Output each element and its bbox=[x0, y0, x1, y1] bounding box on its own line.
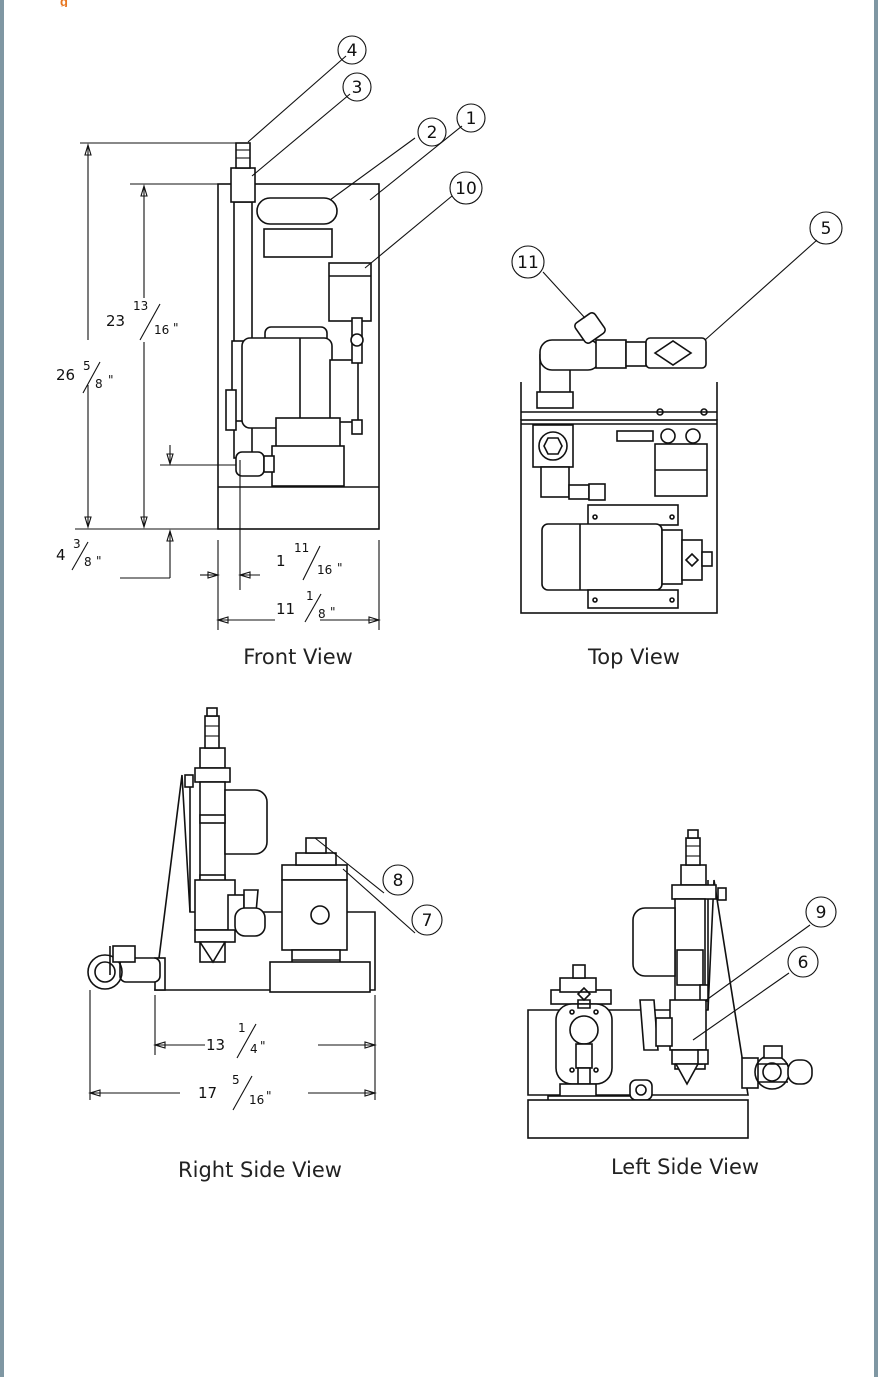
dim-overall-height-whole: 26 bbox=[56, 366, 75, 384]
top-view bbox=[520, 239, 818, 614]
balloon-8 bbox=[382, 864, 414, 896]
svg-text:8: 8 bbox=[393, 871, 404, 891]
top-ball-valve bbox=[645, 337, 707, 369]
right-controller bbox=[224, 789, 268, 855]
svg-text:11: 11 bbox=[517, 253, 539, 273]
dim-panel-width-whole: 11 bbox=[276, 600, 295, 618]
left-controller bbox=[632, 907, 676, 977]
svg-text:5: 5 bbox=[83, 359, 91, 373]
svg-text:6: 6 bbox=[798, 953, 809, 973]
svg-text:16: 16 bbox=[154, 323, 169, 337]
dim-panel-height-whole: 23 bbox=[106, 312, 125, 330]
balloon-11 bbox=[511, 245, 545, 279]
left-pump-base bbox=[527, 1099, 749, 1139]
caption-left-side-view: Left Side View bbox=[610, 1155, 760, 1179]
left-border bbox=[0, 0, 4, 1377]
balloon-9 bbox=[805, 896, 837, 928]
balloon-6 bbox=[787, 946, 819, 978]
svg-text:": " bbox=[330, 605, 336, 619]
caption-front-view: Front View bbox=[243, 645, 353, 669]
right-side-view bbox=[87, 707, 416, 1100]
svg-text:5: 5 bbox=[821, 219, 832, 239]
dim-inlet-height-whole: 4 bbox=[56, 546, 66, 564]
right-pump bbox=[281, 879, 348, 951]
svg-text:1: 1 bbox=[306, 589, 314, 603]
svg-text:": " bbox=[337, 561, 343, 575]
svg-text:16: 16 bbox=[317, 563, 332, 577]
header-fragment: g bbox=[4, 0, 874, 7]
callout-balloons: 1 2 3 4 5 6 7 8 9 10 11 bbox=[337, 35, 843, 978]
svg-text:": " bbox=[266, 1089, 272, 1103]
right-dimensions: 13 1 4 " 17 5 16 " bbox=[198, 1021, 272, 1111]
front-dimensions: 26 5 8 " 23 13 16 " 4 3 8 " 1 11 16 " 11… bbox=[56, 299, 343, 623]
dim-inlet-offset-whole: 1 bbox=[276, 552, 286, 570]
svg-text:": " bbox=[260, 1039, 266, 1053]
top-strainer bbox=[574, 312, 606, 344]
left-pump-fitting bbox=[572, 964, 586, 979]
svg-text:4: 4 bbox=[250, 1042, 258, 1056]
svg-text:7: 7 bbox=[422, 911, 433, 931]
svg-text:1: 1 bbox=[238, 1021, 246, 1035]
balloon-3 bbox=[342, 72, 372, 102]
front-pump-motor bbox=[241, 337, 333, 429]
balloon-10 bbox=[449, 171, 483, 205]
balloon-1 bbox=[456, 103, 486, 133]
right-column-cap bbox=[199, 747, 226, 769]
svg-text:": " bbox=[96, 554, 102, 568]
front-column-head bbox=[230, 167, 256, 203]
svg-text:": " bbox=[173, 321, 179, 335]
left-inlet-filter bbox=[639, 999, 659, 1051]
svg-text:16: 16 bbox=[249, 1093, 264, 1107]
balloon-7 bbox=[411, 904, 443, 936]
balloon-2 bbox=[417, 117, 447, 147]
front-pump-base bbox=[271, 445, 345, 487]
svg-text:2: 2 bbox=[427, 123, 438, 143]
front-fitting bbox=[235, 142, 251, 169]
caption-top-view: Top View bbox=[588, 645, 680, 669]
svg-text:3: 3 bbox=[73, 537, 81, 551]
balloon-5 bbox=[809, 211, 843, 245]
top-pump bbox=[541, 523, 663, 591]
svg-text:11: 11 bbox=[294, 541, 309, 555]
left-column-cap bbox=[680, 864, 707, 886]
svg-text:3: 3 bbox=[352, 78, 363, 98]
svg-text:10: 10 bbox=[455, 179, 477, 199]
dim-overall-depth-whole: 17 bbox=[198, 1084, 217, 1102]
right-border bbox=[874, 0, 878, 1377]
right-column-clamp bbox=[194, 767, 231, 783]
svg-text:8: 8 bbox=[95, 377, 103, 391]
front-controller bbox=[328, 262, 372, 322]
right-pump-fitting bbox=[305, 837, 327, 854]
svg-text:4: 4 bbox=[347, 41, 358, 61]
front-label-plate bbox=[256, 197, 338, 225]
svg-text:1: 1 bbox=[466, 109, 477, 129]
svg-text:8: 8 bbox=[318, 607, 326, 621]
svg-text:": " bbox=[108, 373, 114, 387]
front-view bbox=[75, 55, 463, 630]
balloon-4 bbox=[337, 35, 367, 65]
right-pump-base bbox=[269, 961, 371, 993]
dim-base-depth-whole: 13 bbox=[206, 1036, 225, 1054]
left-side-view bbox=[527, 829, 813, 1139]
svg-text:9: 9 bbox=[816, 903, 827, 923]
svg-text:5: 5 bbox=[232, 1073, 240, 1087]
svg-text:8: 8 bbox=[84, 555, 92, 569]
caption-right-side-view: Right Side View bbox=[178, 1158, 342, 1182]
svg-text:13: 13 bbox=[133, 299, 148, 313]
front-nameplate bbox=[263, 228, 333, 258]
